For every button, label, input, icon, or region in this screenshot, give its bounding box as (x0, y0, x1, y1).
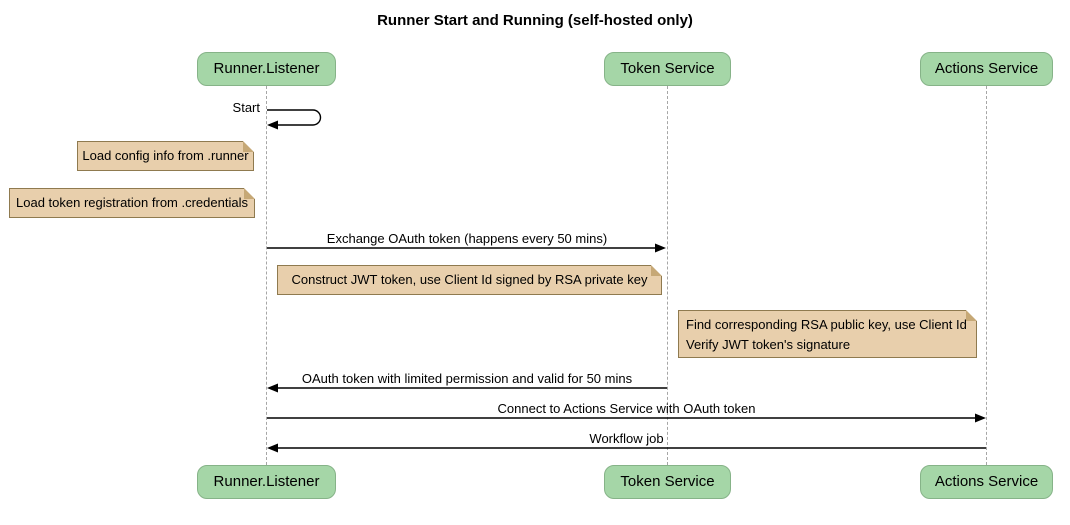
note-fold-icon (243, 141, 254, 152)
note-text-line-1: Find corresponding RSA public key, use C… (686, 317, 967, 332)
participant-actions-service-top: Actions Service (920, 52, 1053, 86)
note-load-config: Load config info from .runner (77, 141, 254, 171)
note-verify-jwt: Find corresponding RSA public key, use C… (678, 310, 977, 358)
message-label-start: Start (232, 100, 260, 115)
participant-actions-service-bottom: Actions Service (920, 465, 1053, 499)
lifeline-token-service (667, 86, 668, 465)
note-text: Load config info from .runner (82, 148, 249, 163)
message-label-connect-actions-service: Connect to Actions Service with OAuth to… (497, 401, 756, 416)
message-arrow-start-self (267, 109, 322, 130)
participant-token-service-bottom: Token Service (604, 465, 731, 499)
lifeline-runner-listener (266, 86, 267, 465)
note-text: Construct JWT token, use Client Id signe… (291, 272, 648, 287)
message-label-exchange-oauth-token: Exchange OAuth token (happens every 50 m… (326, 231, 608, 246)
note-text: Load token registration from .credential… (16, 195, 248, 210)
note-text-line-2: Verify JWT token's signature (686, 337, 851, 352)
participant-token-service-top: Token Service (604, 52, 731, 86)
diagram-title: Runner Start and Running (self-hosted on… (377, 12, 693, 29)
note-fold-icon (966, 310, 977, 321)
participant-runner-listener-top: Runner.Listener (197, 52, 336, 86)
note-construct-jwt: Construct JWT token, use Client Id signe… (277, 265, 662, 295)
note-load-token-registration: Load token registration from .credential… (9, 188, 255, 218)
note-fold-icon (651, 265, 662, 276)
lifeline-actions-service (986, 86, 987, 465)
message-label-workflow-job: Workflow job (589, 431, 664, 446)
participant-runner-listener-bottom: Runner.Listener (197, 465, 336, 499)
note-fold-icon (244, 188, 255, 199)
message-label-oauth-token-return: OAuth token with limited permission and … (301, 371, 633, 386)
